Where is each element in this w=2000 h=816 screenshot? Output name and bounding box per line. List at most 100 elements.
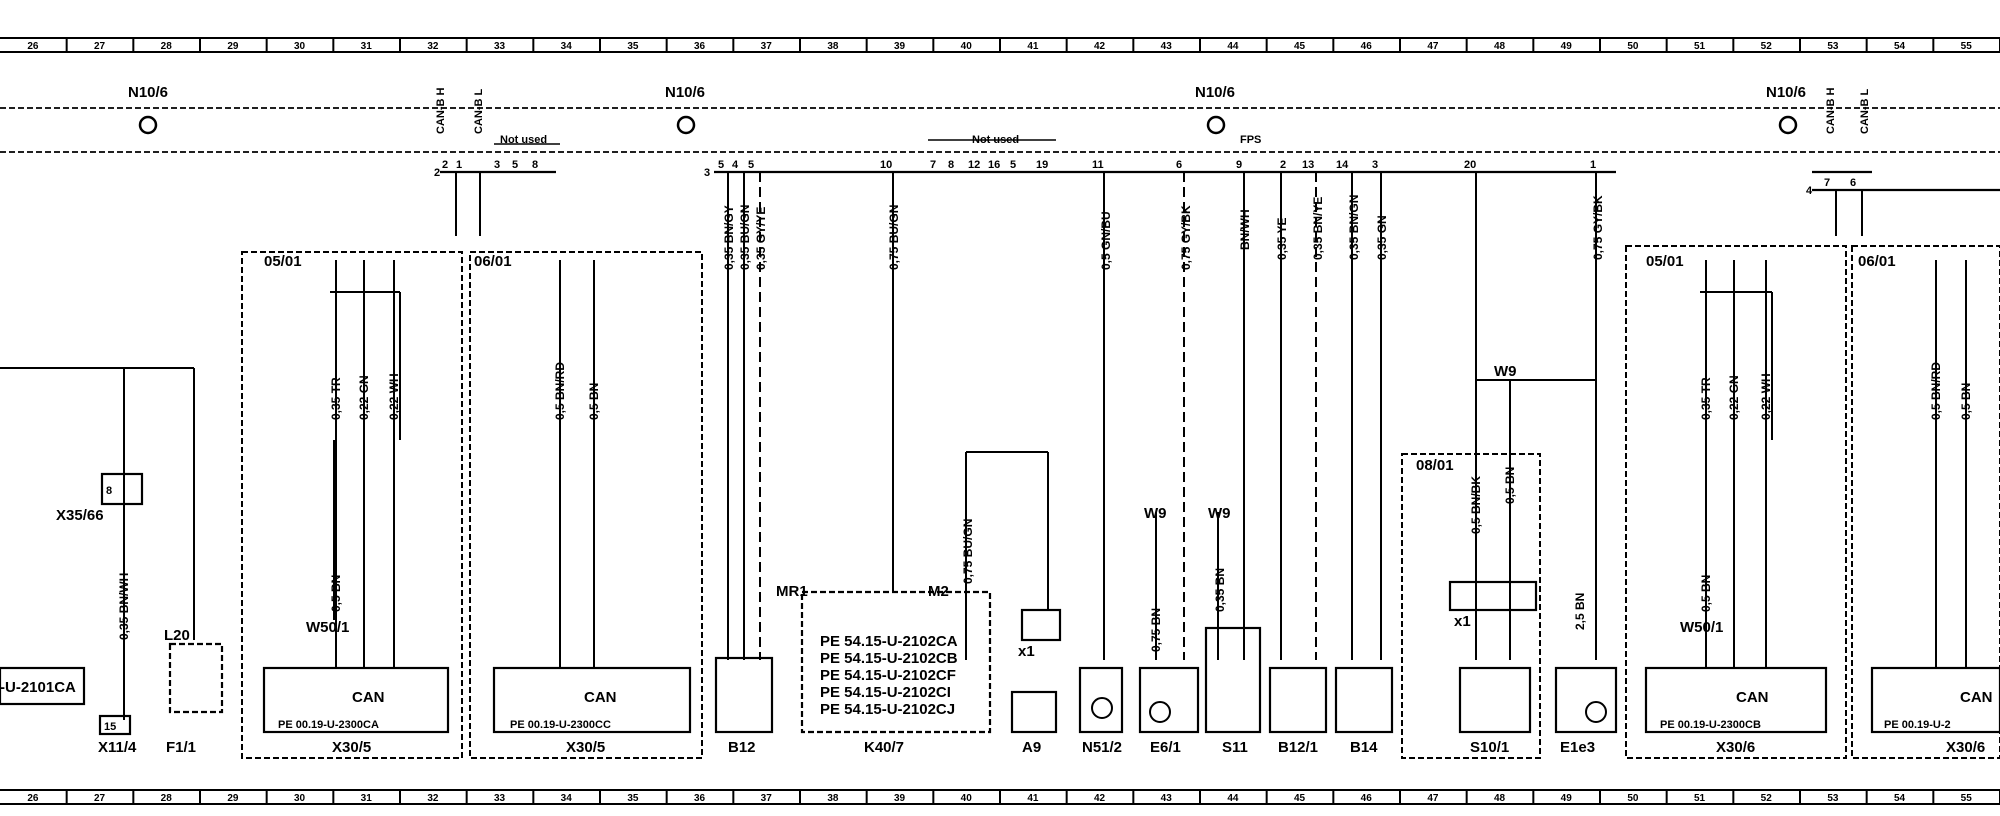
grid-bottom-number: 44 — [1227, 793, 1239, 804]
grid-top-number: 44 — [1227, 41, 1239, 52]
grid-top-number: 55 — [1961, 41, 1973, 52]
not-used-1: Not used — [500, 134, 547, 146]
module-symbol-icon — [1778, 115, 1798, 135]
grid-bottom-number: 29 — [227, 793, 239, 804]
component-label-pe_2300cb: PE 00.19-U-2300CB — [1660, 719, 1761, 731]
component-label-n51: N51/2 — [1082, 739, 1122, 756]
component-label-x30_6a: X30/6 — [1716, 739, 1755, 756]
wire-label: 0,35 TR — [1699, 377, 1713, 420]
grid-top-number: 42 — [1094, 41, 1106, 52]
wire-label: 0,35 BN/WH — [117, 573, 131, 640]
grid-bottom-number: 53 — [1827, 793, 1839, 804]
connector-pin: 3 — [494, 159, 500, 171]
component-label-x1_b: x1 — [1454, 613, 1471, 630]
wire-label: 0,35 GN — [1375, 215, 1389, 260]
wire-label: 0,35 BN — [1213, 568, 1227, 612]
grid-bottom-number: 48 — [1494, 793, 1506, 804]
component-label-x11: X11/4 — [98, 739, 137, 756]
can-b-l-label-2: CAN-B L — [1859, 89, 1871, 134]
grid-bottom-number: 36 — [694, 793, 706, 804]
component-label-e1e3: E1e3 — [1560, 739, 1595, 756]
conn-4: 4 — [1806, 185, 1813, 197]
grid-bottom-number: 33 — [494, 793, 506, 804]
k40-pe-line: PE 54.15-U-2102CJ — [820, 701, 955, 718]
k40-pe-line: PE 54.15-U-2102CB — [820, 650, 958, 667]
wire-label: 0,5 GN/BU — [1099, 211, 1113, 270]
component-label-m2: M2 — [928, 583, 949, 600]
connector-pin: 12 — [968, 159, 980, 171]
n10-c-text: N10/6 — [1195, 84, 1235, 101]
conn-3: 3 — [704, 167, 710, 179]
component-label-w50_a: W50/1 — [306, 619, 349, 636]
grid-top-number: 35 — [627, 41, 639, 52]
connector-pin: 7 — [930, 159, 936, 171]
grid-bottom-number: 28 — [161, 793, 173, 804]
grid-bottom-number: 41 — [1027, 793, 1039, 804]
component-label-pe_2300ca: PE 00.19-U-2300CA — [278, 719, 379, 731]
wire-label: 0,5 BN — [587, 383, 601, 420]
component-label-s10: S10/1 — [1470, 739, 1509, 756]
grid-top-number: 36 — [694, 41, 706, 52]
grid-top-number: 39 — [894, 41, 906, 52]
grid-top-number: 51 — [1694, 41, 1706, 52]
grid-top-number: 31 — [361, 41, 373, 52]
grid-bottom-number: 38 — [827, 793, 839, 804]
can-label: CAN — [1960, 689, 1993, 706]
component-label-u2101: -U-2101CA — [0, 679, 76, 696]
grid-top-number: 43 — [1161, 41, 1173, 52]
grid-top-number: 52 — [1761, 41, 1773, 52]
grid-top-number: 41 — [1027, 41, 1039, 52]
wire-label: 0,22 WH — [387, 373, 401, 420]
n10-label-b: N10/6 — [665, 84, 705, 101]
n10-d-text: N10/6 — [1766, 84, 1806, 101]
n10-label-d: N10/6 — [1766, 84, 1806, 101]
component-label-x35: X35/66 — [56, 507, 104, 524]
n10-b-text: N10/6 — [665, 84, 705, 101]
connector-pin: 8 — [532, 159, 538, 171]
module-symbol-icon — [1206, 115, 1226, 135]
connector-pin: 11 — [1092, 159, 1104, 171]
component-label-pe_2300_cut: PE 00.19-U-2 — [1884, 719, 1951, 731]
grid-bottom-number: 30 — [294, 793, 306, 804]
component-label-w9_a: W9 — [1144, 505, 1167, 522]
wire-label: 2,5 BN — [1573, 593, 1587, 630]
grid-bottom-number: 31 — [361, 793, 373, 804]
wire-label: 0,35 TR — [329, 377, 343, 420]
wire-label: BN/WH — [1238, 209, 1252, 250]
conn-2: 2 — [434, 167, 440, 179]
component-label-f1: F1/1 — [166, 739, 196, 756]
can-b-l-label: CAN-B L — [473, 89, 485, 134]
connector-pin: 6 — [1850, 177, 1856, 189]
grid-bottom-number: 40 — [961, 793, 973, 804]
wire-label: 0,5 BN — [329, 575, 343, 612]
connector-pin: 13 — [1302, 159, 1314, 171]
grid-top-number: 40 — [961, 41, 973, 52]
component-label-w9_c: W9 — [1494, 363, 1517, 380]
grid-bottom-number: 26 — [27, 793, 39, 804]
component-label-b12: B12 — [728, 739, 756, 756]
box-0501-a: 05/01 — [264, 253, 302, 270]
can-label: CAN — [352, 689, 385, 706]
connector-pin: 5 — [512, 159, 518, 171]
can-label: CAN — [584, 689, 617, 706]
component-label-w9_b: W9 — [1208, 505, 1231, 522]
fps-label: FPS — [1240, 134, 1261, 146]
n10-a-text: N10/6 — [128, 84, 168, 101]
component-label-x35_pin: 8 — [106, 485, 112, 497]
wire-label: 0,75 BU/GN — [961, 519, 975, 584]
k40-pe-line: PE 54.15-U-2102CI — [820, 684, 951, 701]
connector-pin: 5 — [718, 159, 724, 171]
wire-label: 0,5 BN — [1503, 467, 1517, 504]
wire-label: 0,35 BN/YE — [1311, 197, 1325, 260]
grid-bottom-number: 50 — [1627, 793, 1639, 804]
grid-top-number: 54 — [1894, 41, 1906, 52]
component-label-e6: E6/1 — [1150, 739, 1181, 756]
grid-top-number: 29 — [227, 41, 239, 52]
grid-bottom-number: 46 — [1361, 793, 1373, 804]
component-label-x11_pin: 15 — [104, 721, 116, 733]
grid-bottom-number: 49 — [1561, 793, 1573, 804]
wire-label: 0,75 BU/GN — [887, 205, 901, 270]
grid-bottom-number: 37 — [761, 793, 773, 804]
connector-pin: 7 — [1824, 177, 1830, 189]
